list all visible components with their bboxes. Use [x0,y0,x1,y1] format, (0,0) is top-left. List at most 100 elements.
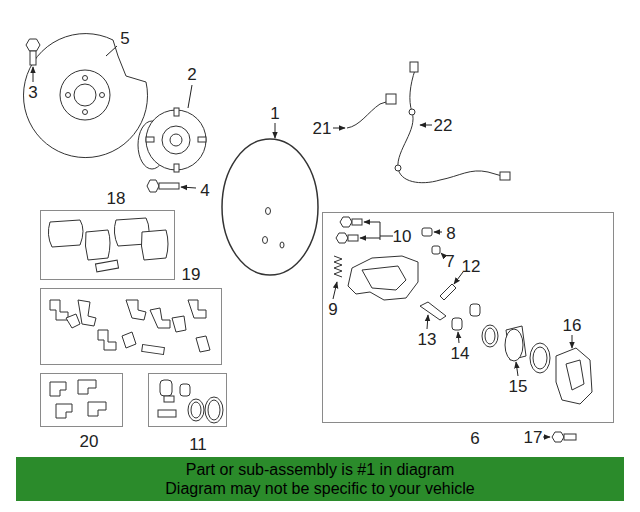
caliper-part [485,328,495,344]
caliper-part [452,318,462,330]
backing-plate [66,93,71,98]
pad-clip [188,300,206,318]
seal-kit [205,397,223,423]
callout-number: 11 [189,436,207,453]
callout-number: 2 [187,66,196,83]
notice-text: Part or sub-assembly is #1 in diagram [186,460,455,479]
leader-line [543,437,550,438]
callout-number: 8 [446,225,455,242]
wheel-hub [198,137,206,142]
leader-line [181,187,196,188]
leader-line [380,222,381,240]
brake-disc [222,139,318,275]
brake-disc [280,242,284,248]
callout-number: 22 [434,117,453,134]
callout-number: 6 [470,430,479,447]
brake-pad [85,230,110,260]
caliper-part [556,348,592,404]
callout-number: 16 [563,317,582,334]
spring-clip [50,382,66,396]
seal-kit [188,399,204,421]
abs-wire [409,109,415,115]
leader-line [106,46,117,56]
leader-line [516,362,518,376]
pad-clip [66,314,80,328]
bolt [30,51,36,65]
bolt [147,180,179,192]
seal-kit [160,380,172,396]
leader-line [434,232,442,233]
leader-line [420,125,432,126]
backing-plate [24,34,148,158]
group-box: 18 [40,210,175,280]
caliper-part [530,343,550,373]
leader-line [380,236,393,237]
seal-kit [158,380,223,423]
brake-pad [95,260,118,272]
caliper-part [470,304,480,316]
brake-disc [263,237,268,244]
abs-wire [347,100,392,128]
caliper-part [482,325,498,347]
caliper-part [566,360,584,390]
parts-illustration [24,34,592,442]
seal-kit [164,396,174,402]
caliper-part [564,434,576,440]
group-box: 19 [40,288,222,365]
callout-number: 20 [80,433,99,450]
callout-number: 21 [313,120,332,137]
bolt [147,180,159,192]
brake-disc [222,139,318,275]
caliper-part [506,326,526,360]
brake-pad [48,220,83,247]
caliper-part [552,432,564,442]
group-box: 11 [148,373,227,427]
callout-number: 12 [462,258,481,275]
pad-clip [172,316,186,332]
caliper-part [348,256,418,300]
abs-wire [347,62,510,183]
callout-number: 13 [418,331,437,348]
notice-band: Part or sub-assembly is #1 in diagramDia… [16,457,624,501]
leader-line [33,46,572,437]
callout-number: 19 [182,266,201,283]
spring-clip [50,380,106,418]
seal-kit [208,400,220,420]
leader-line [572,335,573,348]
brake-pad [141,230,168,260]
pad-clip [98,330,116,350]
leader-line [458,332,459,343]
spring-clip [56,404,72,418]
pad-clip [126,300,146,320]
spring-clip [88,402,106,416]
leader-line [33,67,34,82]
leader-line [441,253,444,256]
callout-number: 14 [451,345,470,362]
wheel-hub [138,108,206,172]
abs-wire [395,165,401,171]
wheel-hub [174,108,179,116]
backing-plate [74,84,96,106]
wheel-hub [174,164,179,172]
wheel-hub [170,134,182,146]
bolt [26,39,40,51]
pad-clip [142,345,165,355]
caliper-part [533,347,547,369]
pad-clip [50,300,210,355]
callout-number: 17 [524,429,543,446]
backing-plate [24,34,148,158]
leader-line [188,85,192,108]
caliper-part [505,329,523,361]
pad-clip [122,332,136,348]
wheel-hub [162,126,190,154]
notice-text: Diagram may not be specific to your vehi… [165,479,474,498]
callout-number: 5 [120,30,129,47]
callout-number: 10 [393,228,412,245]
seal-kit [180,384,190,396]
callout-number: 1 [270,105,279,122]
abs-wire [410,62,418,72]
pad-clip [196,336,210,352]
caliper-part [336,233,348,243]
leader-line [275,123,276,138]
